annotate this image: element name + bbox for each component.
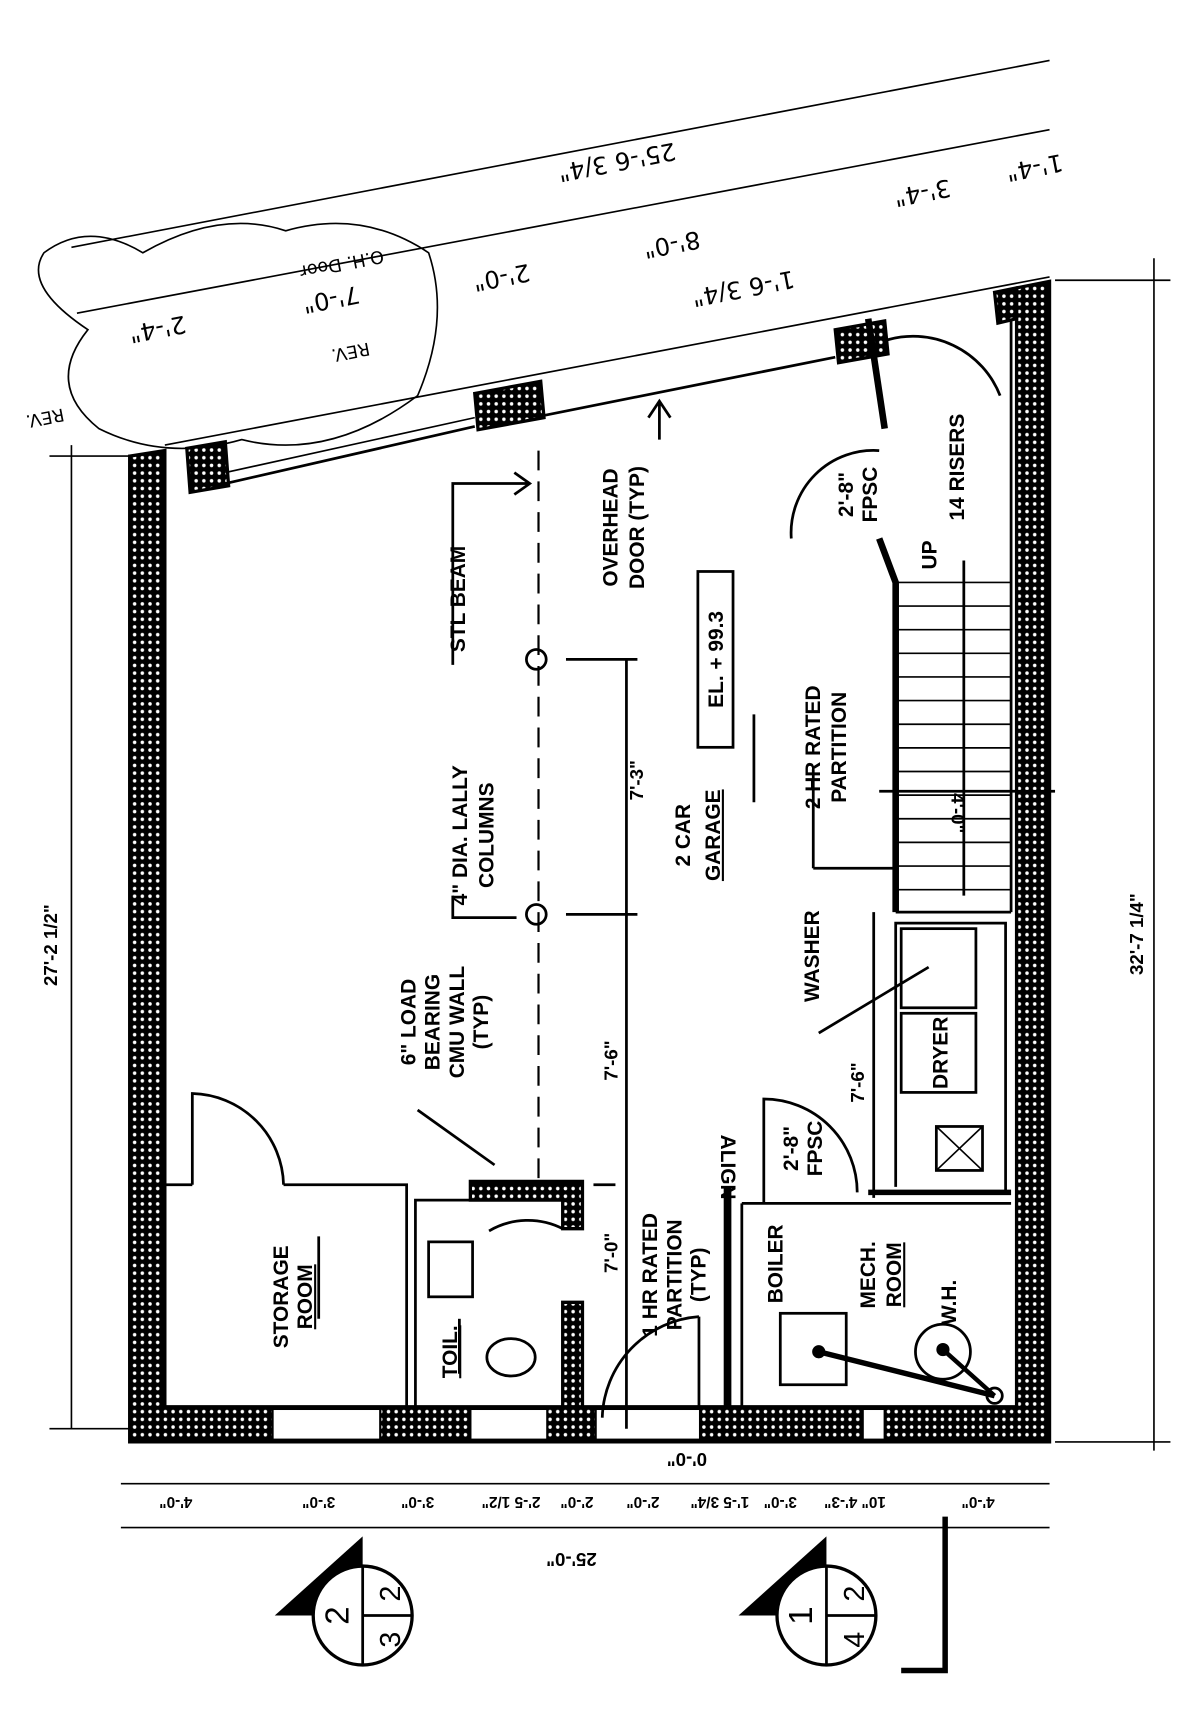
bottom-wall-openings xyxy=(271,1407,886,1441)
section-number: 1 xyxy=(782,1606,819,1624)
dim-text: 3'-4" xyxy=(892,173,954,211)
storage-room-label: ROOM xyxy=(294,1264,317,1329)
bottom-overall-dim: 25'-0" xyxy=(546,1549,597,1570)
two-hr-partition-label: 2 HR RATED xyxy=(802,685,825,809)
align-label: ALIGN xyxy=(716,1135,739,1200)
bottom-dim-segment: 3'-0" xyxy=(401,1493,434,1510)
front-face-line xyxy=(164,276,1050,446)
stair xyxy=(789,318,1013,914)
door-type-label: FPSC xyxy=(804,1121,827,1177)
toilet-label: TOIL. xyxy=(439,1325,462,1378)
cmu-wall-label: (TYP) xyxy=(470,995,493,1050)
door-swing xyxy=(600,1315,700,1418)
dim-text: 4'-0" xyxy=(948,793,969,833)
steel-beam xyxy=(416,398,1056,1429)
garage-label: 2 CAR xyxy=(672,804,695,867)
dim-text: 2'-0" xyxy=(471,258,533,296)
one-hr-partition-label: PARTITION xyxy=(663,1219,686,1330)
bottom-dim-segment: 3'-0" xyxy=(302,1493,335,1510)
lally-column xyxy=(525,903,548,926)
overhead-door-label: DOOR (TYP) xyxy=(626,466,649,589)
dim-text: 7'-0" xyxy=(601,1233,622,1273)
one-hr-partition-label: (TYP) xyxy=(688,1248,711,1303)
elevation-tag xyxy=(696,570,735,749)
cmu-wall-label: 6" LOAD xyxy=(397,979,420,1065)
sheet-number: 2 xyxy=(839,1586,871,1602)
top-overall-dim: 25'-6 3/4" xyxy=(556,137,678,187)
lally-columns-label: COLUMNS xyxy=(475,782,498,888)
dim-text: 7'-0" xyxy=(300,280,362,318)
bottom-dim-segment: 4'-0" xyxy=(962,1493,995,1510)
water-heater-label: W.H. xyxy=(938,1280,961,1325)
dim-text: 8'-0" xyxy=(641,225,703,263)
overhead-doors xyxy=(224,355,836,485)
dryer-label: DRYER xyxy=(929,1017,952,1089)
lally-column xyxy=(525,648,548,671)
stair-risers-label: 14 RISERS xyxy=(946,414,969,521)
stl-beam-label: STL BEAM xyxy=(447,546,470,652)
sheet-number: 2 xyxy=(375,1586,407,1602)
revision-note: REV. xyxy=(24,404,66,431)
overhead-door-label: OVERHEAD xyxy=(600,468,623,586)
overall-dimensions: 27'-2 1/2" 32'-7 1/4" 25'-0" 0'-0" 4'-0"… xyxy=(40,258,1171,1570)
storage-room-label: STORAGE xyxy=(270,1245,293,1348)
dim-text: 7'-3" xyxy=(626,760,647,800)
stair-up-label: UP xyxy=(918,540,941,569)
mech-room xyxy=(723,1097,1012,1407)
dim-text: 1'-4" xyxy=(1004,148,1066,186)
section-number: 2 xyxy=(318,1606,355,1624)
dim-text: 7'-6" xyxy=(847,1062,868,1102)
sheet-number: 3 xyxy=(375,1632,407,1648)
bottom-dim-segment: 1'-5 3/4" xyxy=(690,1493,749,1510)
bottom-dim-segment: 2'-0" xyxy=(560,1493,593,1510)
bottom-dim-segment: 4'-0" xyxy=(159,1493,192,1510)
dim-text: 2'-4" xyxy=(127,310,189,348)
revision-note: REV. xyxy=(330,338,372,365)
dim-text: 7'-6" xyxy=(601,1040,622,1080)
dim-text: 1'-6 3/4" xyxy=(690,264,797,311)
one-hr-partition-label: 1 HR RATED xyxy=(639,1213,662,1337)
cmu-wall-label: CMU WALL xyxy=(446,966,469,1079)
two-hr-partition-label: PARTITION xyxy=(828,692,851,803)
bottom-dim-segment: 2'-0" xyxy=(626,1493,659,1510)
exterior-walls xyxy=(128,279,1052,1444)
section-marker: 1 2 4 xyxy=(738,1516,948,1674)
lally-columns-label: 4" DIA. LALLY xyxy=(449,765,472,905)
bottom-dim-segment: 10" xyxy=(862,1493,886,1510)
mech-room-label: ROOM xyxy=(883,1242,906,1307)
right-overall-dim: 32'-7 1/4" xyxy=(1126,893,1147,975)
sheet-number: 4 xyxy=(839,1632,871,1648)
room-labels: STL BEAM OVERHEAD DOOR (TYP) 4" DIA. LAL… xyxy=(270,414,969,1379)
oh-door-note: O.H. Door xyxy=(297,245,385,281)
bottom-dim-segment: 2'-5 1/2" xyxy=(482,1493,541,1510)
door-type-label: FPSC xyxy=(859,467,882,523)
cmu-wall-label: BEARING xyxy=(422,974,445,1070)
garage-label: GARAGE xyxy=(702,789,725,881)
top-dimensions: 25'-6 3/4" 2'-4" 7'-0" O.H. Door 2'-0" 8… xyxy=(24,59,1066,450)
left-overall-dim: 27'-2 1/2" xyxy=(40,904,61,986)
door-size-label: 2'-8" xyxy=(780,1126,803,1171)
laundry-area xyxy=(868,921,1012,1196)
interior-dimensions: 7'-3" 7'-6" 4'-0" 7'-6" 7'-0" xyxy=(601,760,969,1273)
door-size-label: 2'-8" xyxy=(835,472,858,517)
bottom-dim-segment: 3'-0" xyxy=(764,1493,797,1510)
mech-room-label: MECH. xyxy=(857,1241,880,1308)
bottom-dim-segment: 4'-3" xyxy=(824,1493,857,1510)
dim-text: 0'-0" xyxy=(667,1449,707,1470)
toilet-room xyxy=(414,1179,585,1409)
boiler-label: BOILER xyxy=(764,1224,787,1303)
section-marker: 2 2 3 xyxy=(274,1536,414,1667)
storage-room xyxy=(164,1092,409,1407)
washer-label: WASHER xyxy=(801,910,824,1002)
elevation-label: EL. + 99.3 xyxy=(705,611,728,708)
